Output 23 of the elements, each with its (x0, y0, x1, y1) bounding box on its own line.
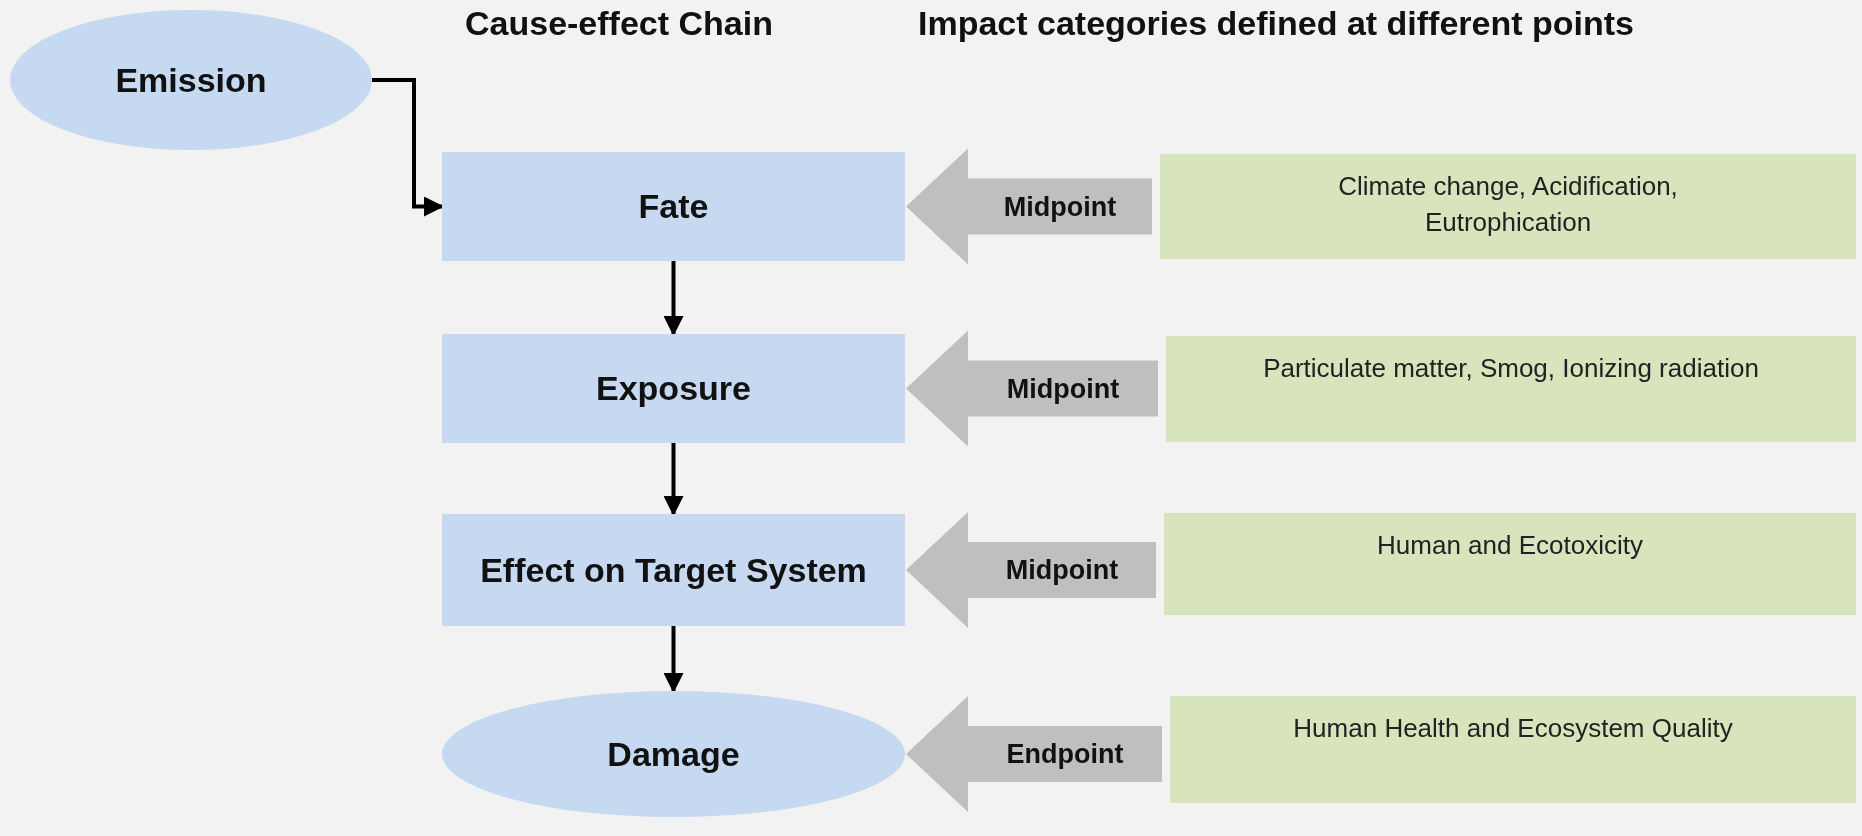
block-arrow (906, 148, 1152, 265)
category-box: Human Health and Ecosystem Quality (1170, 696, 1856, 803)
arrow (663, 261, 684, 336)
category-box: Human and Ecotoxicity (1164, 513, 1856, 615)
block-arrow (906, 512, 1156, 628)
column-heading: Impact categories defined at different points (918, 4, 1634, 43)
process-box: Exposure (442, 334, 905, 443)
edge-label: Midpoint (1006, 373, 1120, 404)
arrow (372, 78, 444, 217)
block-arrow (906, 330, 1158, 447)
block-arrow (906, 696, 1162, 812)
column-heading: Cause-effect Chain (465, 4, 773, 43)
arrow (663, 626, 684, 693)
arrow (663, 443, 684, 516)
edge-label: Endpoint (1006, 738, 1124, 770)
process-box: Effect on Target System (442, 514, 905, 626)
edge-label: Midpoint (1003, 191, 1117, 222)
terminal-ellipse: Emission (10, 10, 372, 150)
process-box: Fate (442, 152, 905, 261)
terminal-ellipse: Damage (442, 691, 905, 817)
edge-label: Midpoint (1005, 554, 1119, 586)
category-box: Particulate matter, Smog, Ionizing radiation (1166, 336, 1856, 442)
category-box: Climate change, Acidification, Eutrophication (1160, 154, 1856, 259)
